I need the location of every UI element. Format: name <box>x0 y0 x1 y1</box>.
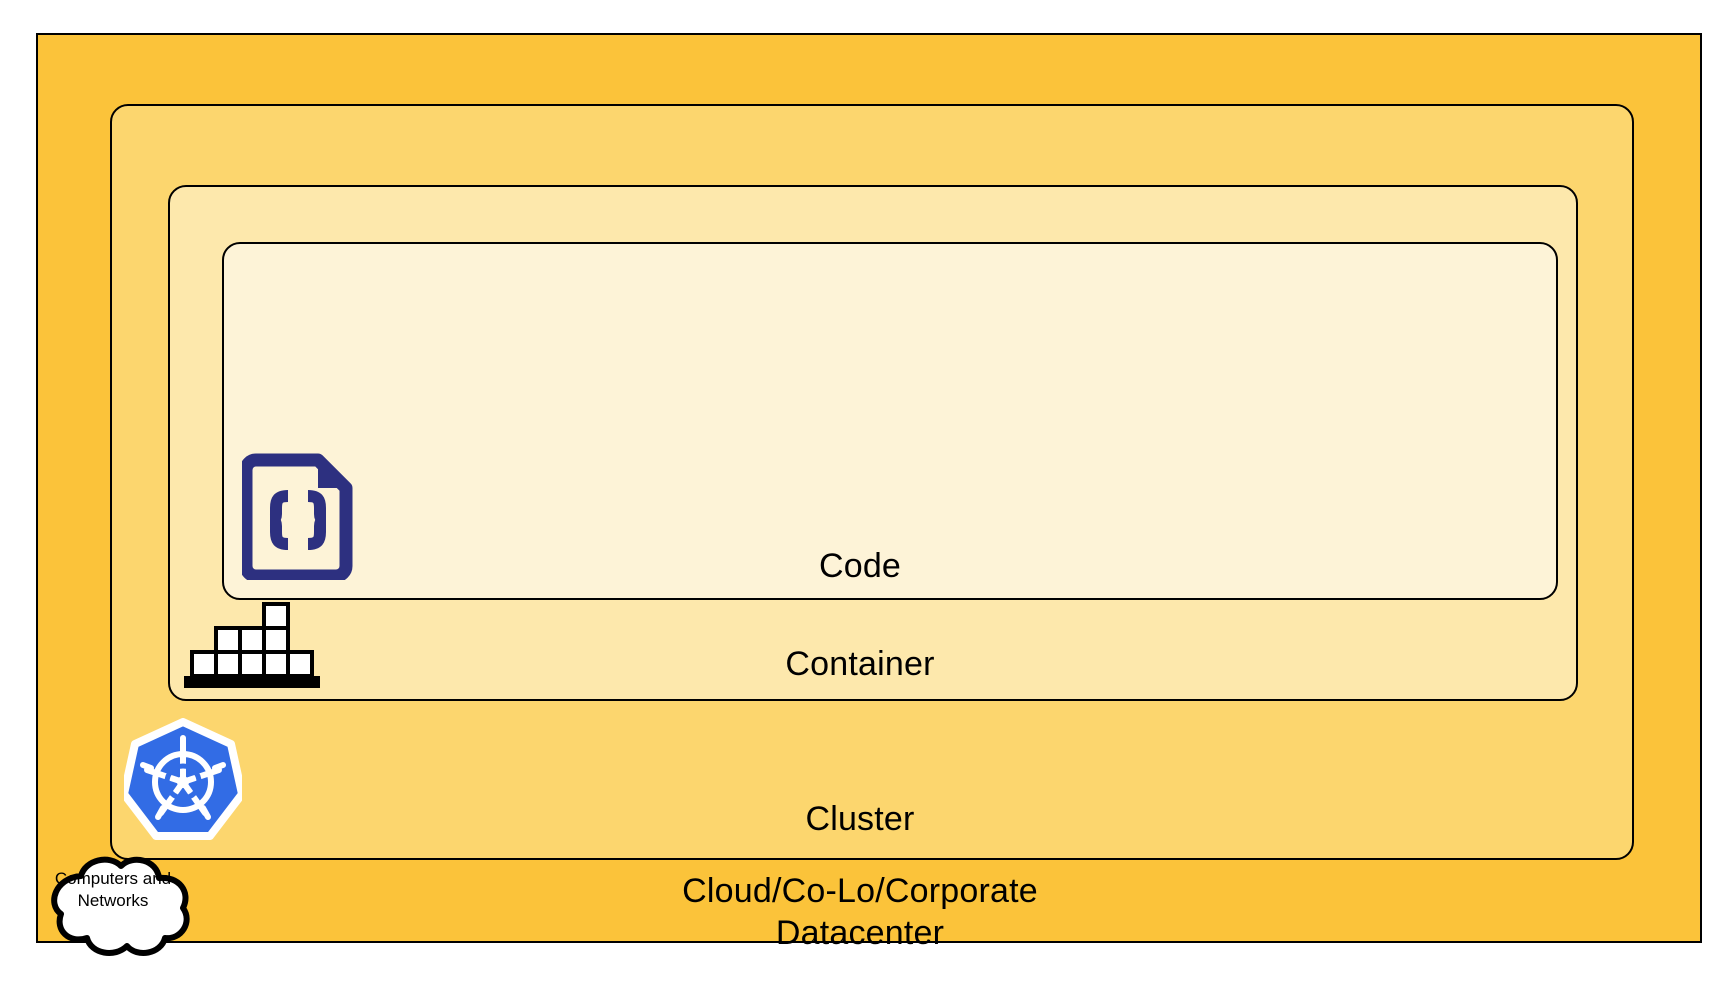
kubernetes-icon <box>120 718 246 844</box>
layer-label-code: Code <box>818 547 902 585</box>
container-blocks-icon <box>184 602 320 688</box>
layer-label-container: Container <box>785 645 935 683</box>
layer-label-cluster: Cluster <box>805 800 915 838</box>
layer-label-datacenter: Cloud/Co-Lo/Corporate Datacenter <box>682 872 1038 952</box>
layer-code <box>222 242 1558 600</box>
cloud-icon <box>33 852 193 960</box>
code-file-icon <box>239 452 354 583</box>
